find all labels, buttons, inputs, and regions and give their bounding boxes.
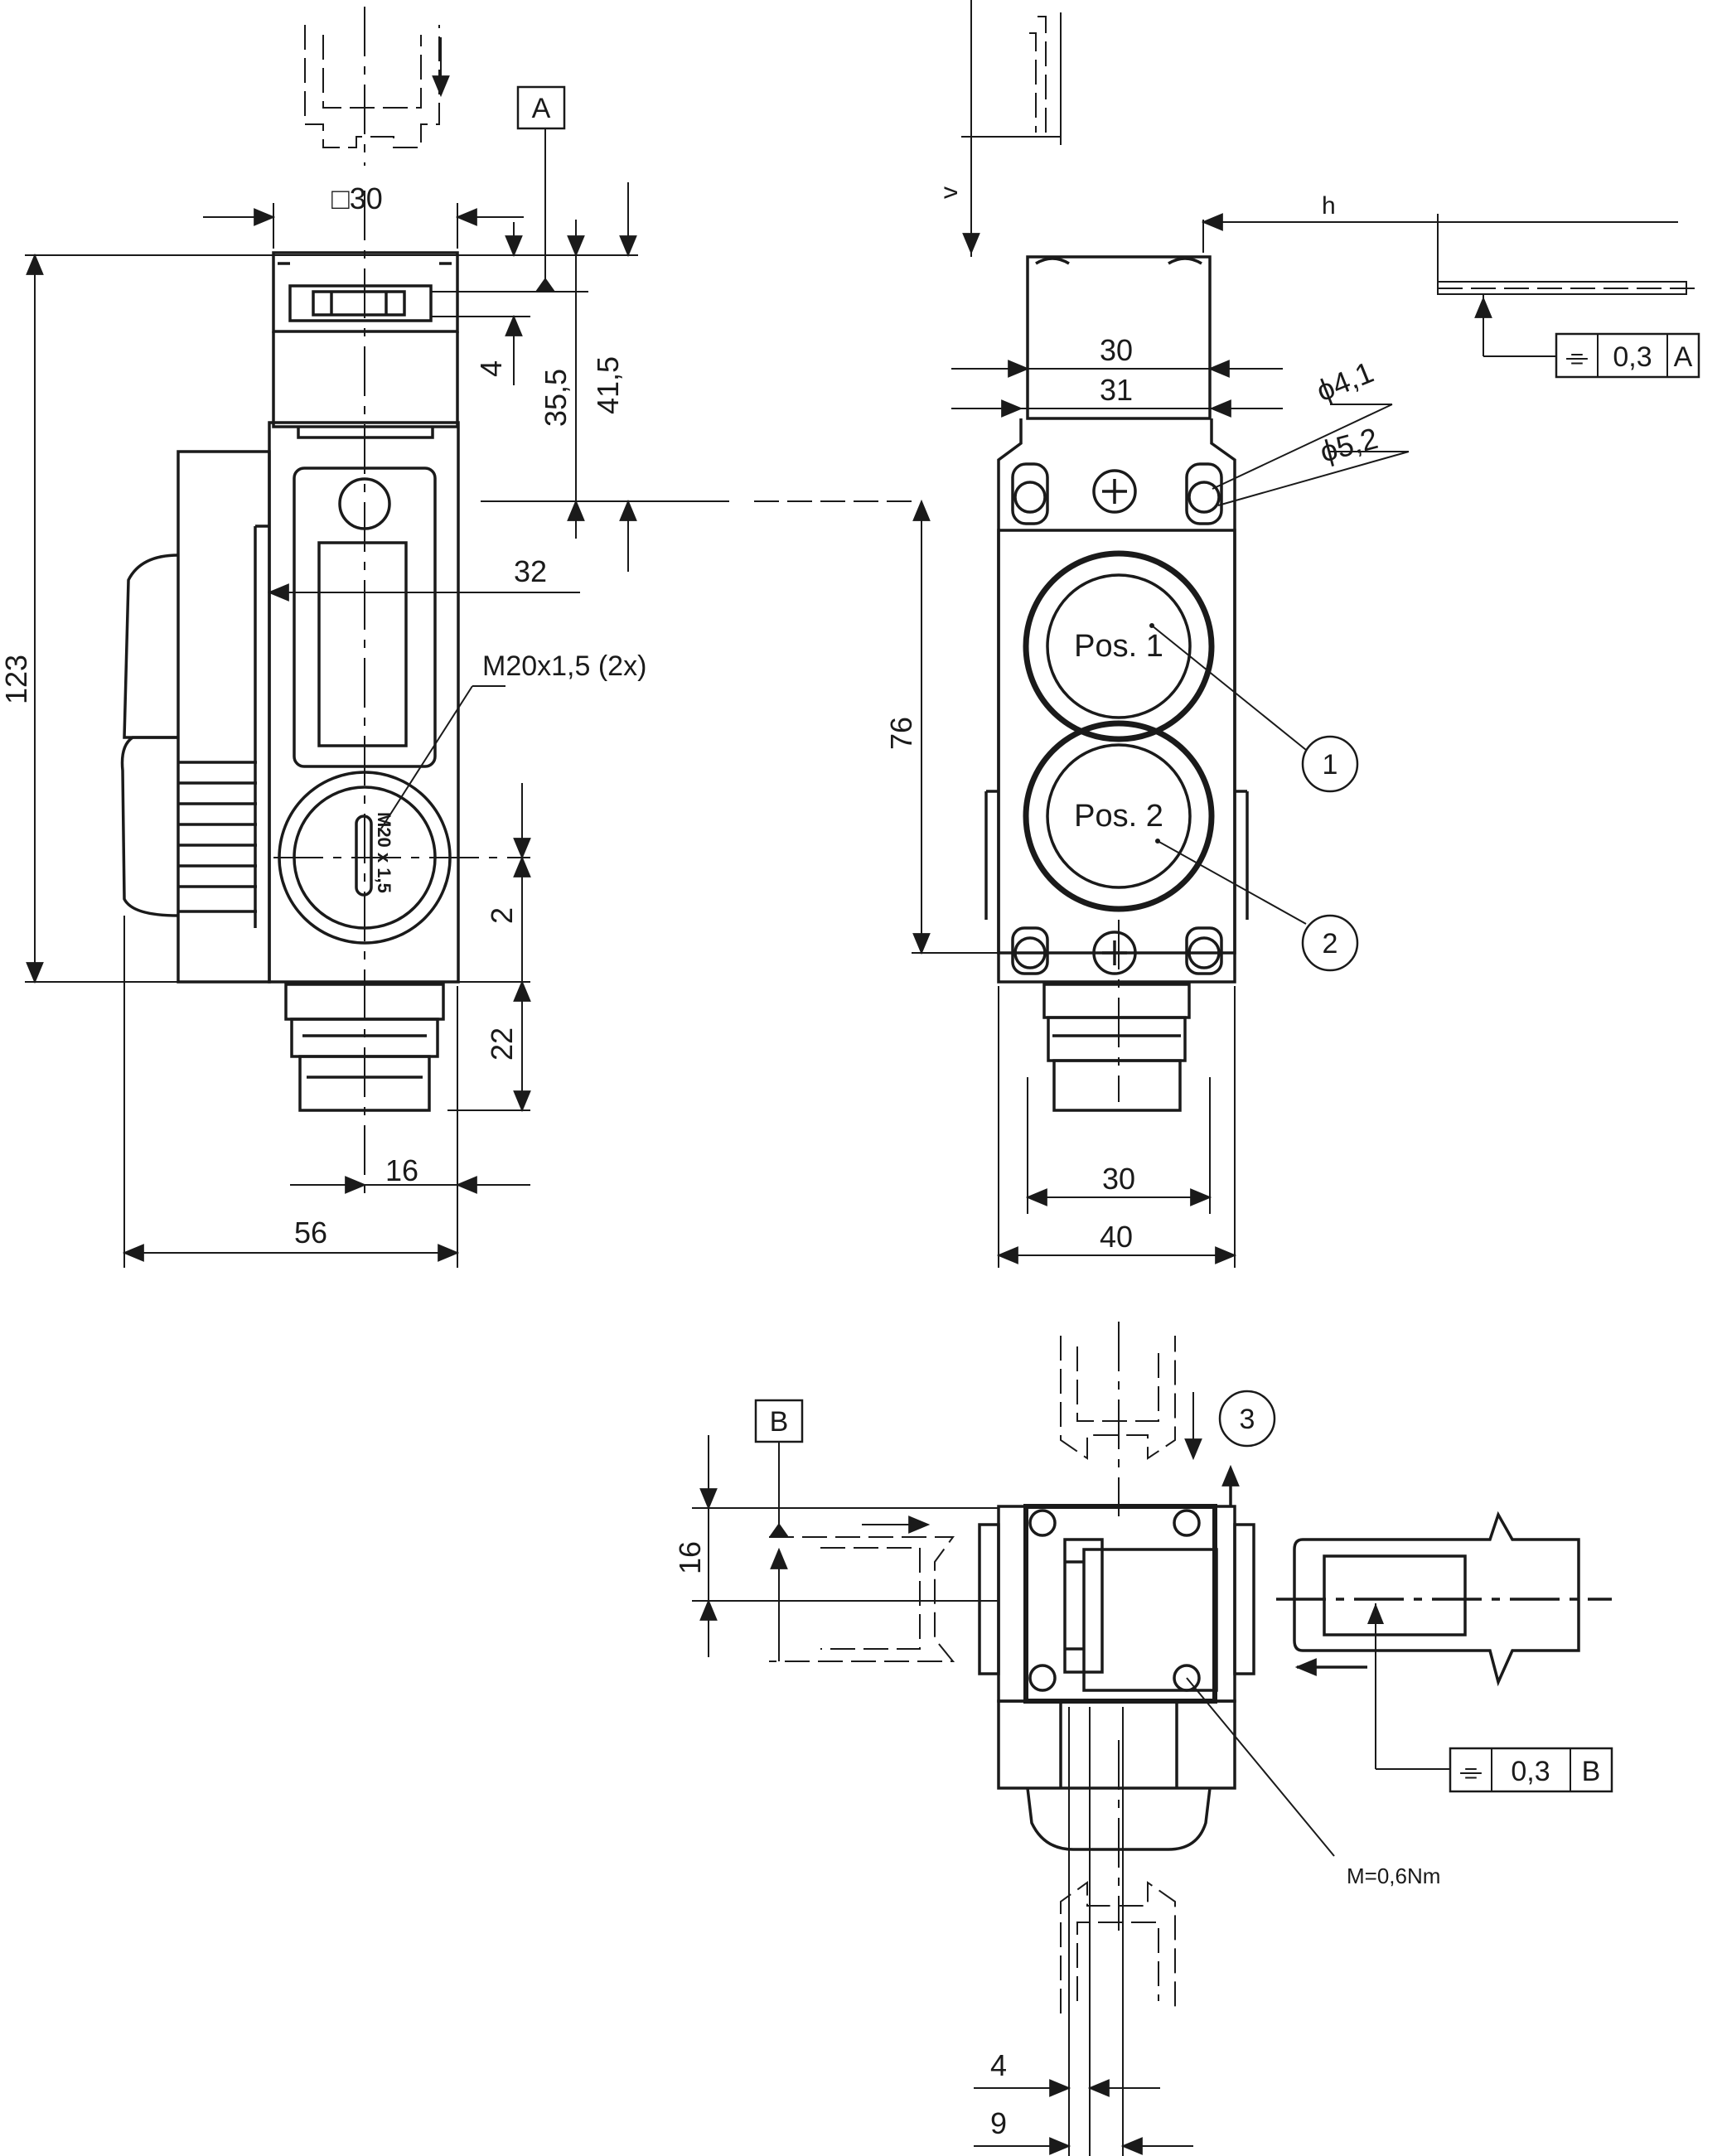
side-centerlines (273, 191, 530, 1201)
torque-label: M=0,6Nm (1347, 1864, 1440, 1888)
dim-2: 2 (485, 907, 519, 924)
datum-a-box (516, 85, 566, 130)
dim-dia-4-1: ϕ4,1 (1312, 355, 1378, 408)
dim-16-top: 16 (673, 1541, 707, 1574)
thread-label: M20x1,5 (2x) (482, 650, 646, 682)
dim-30-top: 30 (1100, 333, 1133, 367)
datum-b-box (754, 1399, 804, 1443)
dim-30-bottom: 30 (1102, 1162, 1135, 1196)
top-actuator-ghost-upper (1060, 1322, 1202, 1516)
svg-text:B: B (1582, 1756, 1601, 1787)
dim-76: 76 (884, 717, 918, 750)
dim-4: 4 (474, 360, 508, 377)
front-body (984, 418, 1249, 984)
callout-2-label: 2 (1323, 928, 1338, 960)
svg-text:0,3: 0,3 (1511, 1756, 1550, 1787)
front-connector (1042, 983, 1191, 1112)
top-actuator-ghost-left (769, 1515, 955, 1662)
dim-123: 123 (0, 655, 33, 704)
dim-40: 40 (1100, 1220, 1133, 1254)
side-dimension-lines (25, 118, 920, 1268)
datum-b-triangle (769, 1523, 789, 1537)
tolerance-frame-b: ⌯ 0,3 B (1449, 1747, 1613, 1793)
side-actuator-ghost (304, 7, 450, 166)
dim-4-top: 4 (990, 2048, 1007, 2082)
front-head (1026, 255, 1212, 420)
dim-35-5: 35,5 (539, 369, 573, 427)
front-actuator-ghost (961, 0, 1062, 257)
datum-a-label: A (532, 93, 551, 124)
top-key-right (1276, 1511, 1612, 1687)
callout-1-label: 1 (1323, 749, 1338, 781)
svg-text:⌯: ⌯ (1459, 1756, 1482, 1787)
svg-text:⌯: ⌯ (1565, 341, 1588, 373)
top-view: 3 (673, 1322, 1613, 2156)
dim-41-5: 41,5 (591, 356, 625, 414)
dim-square-30: □30 (331, 181, 383, 215)
tolerance-b-arrow (1367, 1603, 1384, 1624)
callout-3-label: 3 (1240, 1404, 1255, 1435)
button-pos-2: Pos. 2 (1074, 799, 1163, 834)
svg-text:0,3: 0,3 (1613, 341, 1652, 373)
side-body (120, 421, 460, 984)
callout-1-circle (1301, 735, 1359, 793)
side-view: M20 x 1,5 (0, 7, 920, 1268)
callout-2-circle (1301, 914, 1359, 972)
top-body (997, 1699, 1236, 1851)
dim-v: v (936, 186, 963, 199)
dim-h: h (1322, 192, 1336, 220)
datum-b-label: B (770, 1406, 789, 1438)
tolerance-frame-a: ⌯ 0,3 A (1555, 332, 1700, 379)
dim-16-side: 16 (385, 1153, 418, 1187)
top-head (978, 1477, 1255, 1704)
callout-3-circle (1218, 1390, 1276, 1448)
button-pos-1: Pos. 1 (1074, 629, 1163, 664)
dim-56: 56 (294, 1216, 327, 1250)
dim-9-top: 9 (990, 2106, 1007, 2140)
dim-22: 22 (485, 1027, 519, 1061)
top-dimension-lines (692, 1435, 1450, 2155)
front-view: v (884, 0, 1700, 1268)
dim-31: 31 (1100, 373, 1133, 407)
dim-32: 32 (514, 554, 547, 588)
datum-a-triangle (535, 278, 555, 292)
front-dimension-lines (912, 213, 1695, 1268)
svg-text:A: A (1674, 341, 1693, 373)
